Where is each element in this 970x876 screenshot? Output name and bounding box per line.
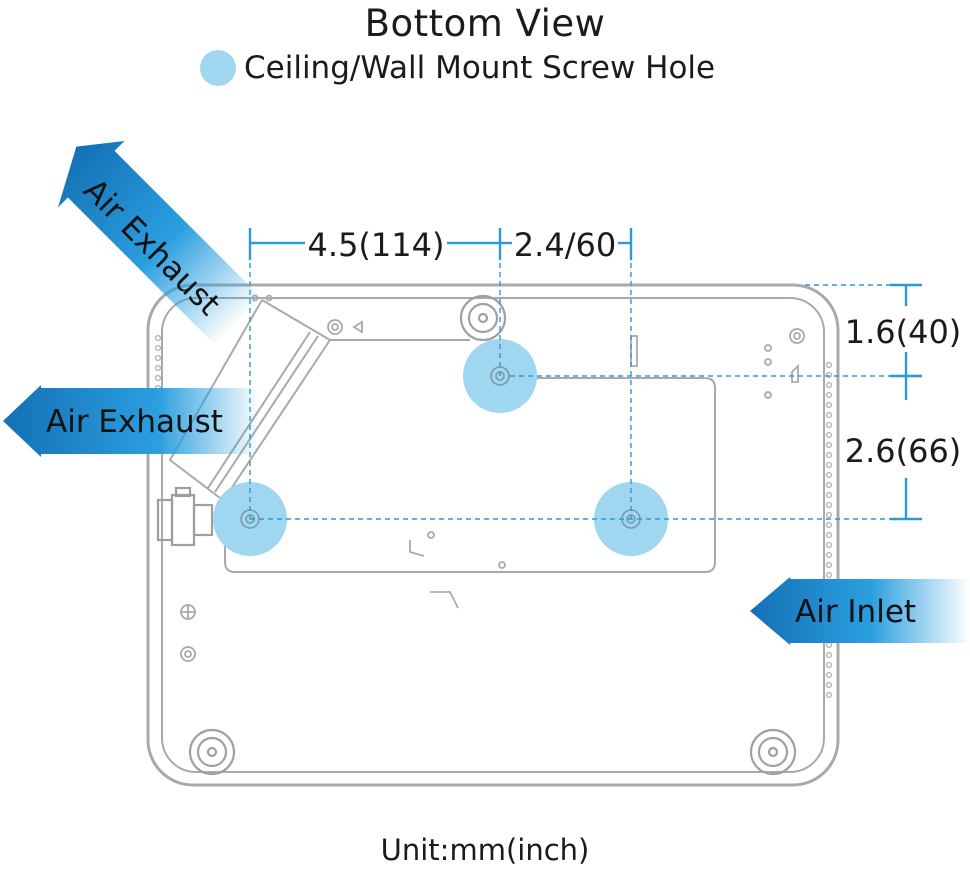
air-exhaust-left-arrow: Air Exhaust	[3, 385, 260, 457]
dim-vertical-bottom: 2.6(66)	[845, 432, 962, 470]
cover-plate	[168, 299, 716, 573]
unit-note: Unit:mm(inch)	[380, 833, 590, 867]
rubber-feet	[188, 294, 797, 776]
air-exhaust-diagonal-arrow: Air Exhaust	[57, 140, 264, 347]
legend-label: Ceiling/Wall Mount Screw Hole	[244, 50, 716, 86]
dim-horizontal-left: 4.5(114)	[308, 226, 445, 264]
air-exhaust-left-label: Air Exhaust	[46, 404, 223, 440]
right-vent-holes	[825, 361, 833, 699]
diagram-title: Bottom View	[364, 2, 606, 45]
air-inlet-arrow: Air Inlet	[750, 577, 970, 645]
small-features	[180, 294, 805, 662]
dim-vertical-top: 1.6(40)	[845, 313, 962, 351]
legend: Ceiling/Wall Mount Screw Hole	[200, 50, 715, 86]
dimension-lines	[248, 228, 922, 521]
air-inlet-label: Air Inlet	[795, 594, 916, 630]
screw-hole-legend-swatch	[200, 50, 236, 86]
side-port	[156, 486, 214, 547]
dim-horizontal-right: 2.4/60	[514, 226, 616, 264]
mount-screw-holes	[213, 339, 668, 556]
